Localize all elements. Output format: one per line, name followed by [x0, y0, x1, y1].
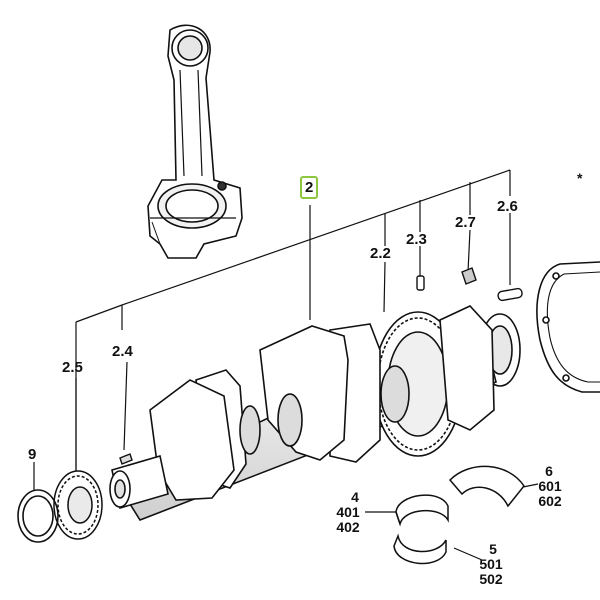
timing-gear-illustration [53, 470, 103, 540]
part-9-callout[interactable]: 9 [28, 446, 37, 463]
part-402-callout[interactable]: 402 [336, 519, 360, 535]
part-2-6-callout[interactable]: 2.6 [497, 198, 518, 215]
bearing-shells-illustration [393, 494, 449, 565]
small-parts [119, 267, 523, 465]
housing-illustration [536, 261, 600, 393]
part-401-callout[interactable]: 401 [336, 504, 360, 520]
part-5-callout[interactable]: 5 [489, 541, 497, 557]
connecting-rod-illustration [147, 24, 243, 259]
part-601-callout[interactable]: 601 [538, 478, 562, 494]
part-502-callout[interactable]: 502 [479, 571, 503, 587]
part-2-7-callout[interactable]: 2.7 [455, 214, 476, 231]
part-602-callout[interactable]: 602 [538, 493, 562, 509]
asterisk-mark: * [577, 170, 583, 186]
part-2-5-callout[interactable]: 2.5 [62, 359, 83, 376]
part-4-callout[interactable]: 4 [351, 489, 359, 505]
part-2-3-callout[interactable]: 2.3 [406, 231, 427, 248]
part-2-4-callout[interactable]: 2.4 [112, 343, 133, 360]
seal-ring-illustration [17, 489, 59, 543]
part-2-callout[interactable]: 2 [300, 176, 319, 199]
crankshaft-illustration [109, 305, 521, 521]
part-2-2-callout[interactable]: 2.2 [370, 245, 391, 262]
thrust-washer-illustration [448, 465, 525, 508]
part-501-callout[interactable]: 501 [479, 556, 503, 572]
part-6-callout[interactable]: 6 [545, 463, 553, 479]
